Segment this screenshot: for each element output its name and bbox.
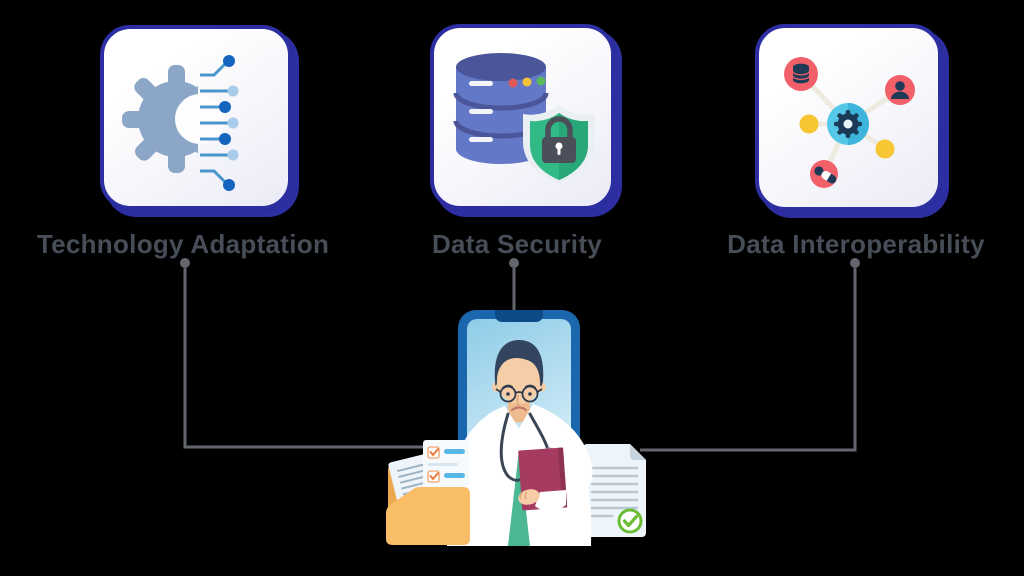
card-data-security	[430, 24, 615, 210]
connector-left	[183, 268, 462, 449]
data-interoperability-label: Data Interoperability	[727, 229, 985, 259]
database-shield-icon	[453, 53, 595, 184]
card-technology-adaptation	[100, 25, 292, 210]
connector-dot-middle	[509, 258, 519, 268]
gear-circuit-icon	[122, 54, 239, 191]
connector-dot-left	[180, 258, 190, 268]
technology-adaptation-label: Technology Adaptation	[36, 229, 330, 259]
data-security-label: Data Security	[431, 229, 603, 259]
network-hub-icon	[784, 57, 915, 188]
connector-dot-right	[850, 258, 860, 268]
documents-folder-illustration	[386, 440, 470, 545]
card-data-interoperability	[755, 24, 942, 211]
telemedicine-illustration	[386, 310, 646, 546]
connector-right	[640, 268, 857, 452]
approved-document-illustration	[583, 444, 646, 537]
